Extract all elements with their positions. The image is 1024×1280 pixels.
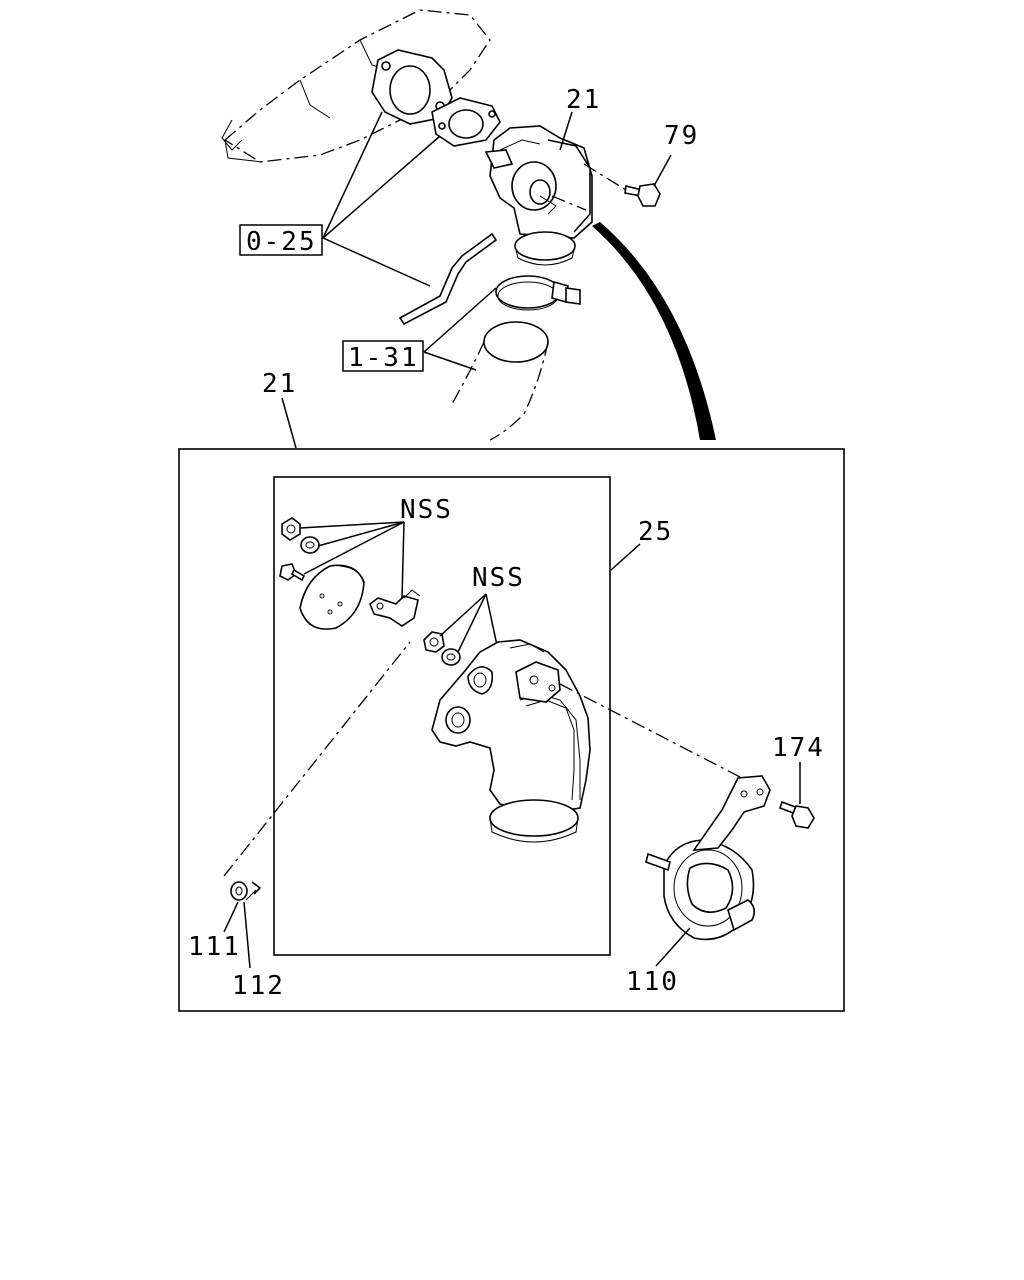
- part-number-111: 111: [188, 932, 241, 962]
- ref-label-1-31: 1-31: [348, 343, 419, 373]
- ref-label-0-25: 0-25: [246, 227, 317, 257]
- nss-label-lower: NSS: [472, 563, 525, 593]
- detail-frame-outer: [178, 448, 845, 1012]
- part-number-25: 25: [638, 517, 673, 547]
- part-number-21-top: 21: [566, 85, 601, 115]
- part-number-110: 110: [626, 967, 679, 997]
- screw-upper: [279, 563, 306, 582]
- ref-box-1-31: 1-31: [342, 340, 424, 373]
- hose-clamp: [495, 275, 581, 311]
- valve-lever: [369, 589, 421, 627]
- part-number-79: 79: [664, 121, 699, 151]
- vacuum-actuator: [645, 839, 756, 941]
- nut-upper: [281, 517, 301, 541]
- cotter-pin-112: [245, 881, 262, 901]
- washer-upper: [300, 536, 320, 554]
- valve-housing: [431, 639, 591, 815]
- manifold-flange: [371, 49, 453, 125]
- nut-lower: [423, 631, 445, 653]
- gasket: [431, 97, 501, 147]
- bolt-174: [778, 800, 815, 829]
- exhaust-manifold: [221, 9, 491, 163]
- part-number-112: 112: [232, 971, 285, 1001]
- part-number-21-left: 21: [262, 369, 297, 399]
- valve-outlet-ring: [514, 231, 576, 266]
- bolt-79: [624, 183, 661, 207]
- detail-arrow: [592, 222, 716, 440]
- actuator-bracket: [692, 775, 771, 851]
- part-number-174: 174: [772, 733, 825, 763]
- exhaust-brake-valve: [484, 125, 593, 239]
- ref-box-0-25: 0-25: [239, 224, 323, 257]
- valve-plate: [299, 564, 365, 630]
- pipe-small: [398, 232, 498, 326]
- detail-frame-inner: [273, 476, 611, 956]
- flex-pipe: [451, 321, 549, 441]
- washer-111: [230, 881, 248, 901]
- washer-lower: [441, 648, 461, 666]
- housing-outlet-ring: [489, 799, 579, 843]
- nss-label-upper: NSS: [400, 495, 453, 525]
